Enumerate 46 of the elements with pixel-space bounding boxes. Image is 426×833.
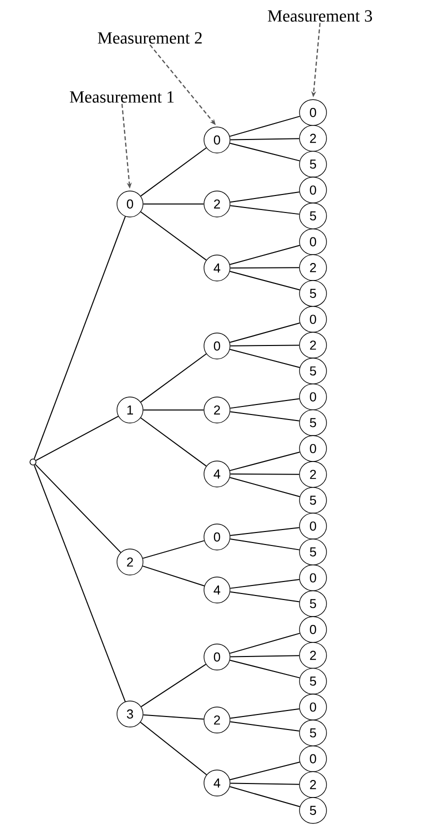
branch-line [229, 348, 300, 368]
branch-line [230, 527, 300, 536]
branch-line [230, 205, 300, 215]
branch-line [229, 452, 300, 472]
branch-line [229, 142, 300, 162]
branch-line [230, 474, 300, 475]
branch-line [230, 708, 300, 719]
branch-line [230, 267, 300, 268]
branch-line [140, 353, 207, 403]
branch-line [140, 664, 206, 708]
branch-line [229, 322, 300, 343]
branch-line [140, 211, 207, 261]
root-node [30, 458, 36, 466]
branch-line [229, 270, 300, 290]
branch-line [230, 591, 300, 602]
branch-line [230, 579, 300, 589]
branch-line [140, 417, 207, 467]
level-label: Measurement 3 [268, 10, 372, 22]
branch-line [34, 464, 122, 553]
branch-line [229, 660, 300, 678]
branch-line [230, 538, 300, 550]
branch-line [34, 464, 126, 702]
branch-line [230, 138, 300, 140]
level-label: Measurement 1 [70, 91, 174, 103]
node-label: 5 [310, 806, 316, 815]
branch-line [230, 192, 300, 203]
branch-line [230, 344, 300, 346]
branch-line [229, 762, 300, 780]
branch-line [34, 216, 126, 460]
branch-line [230, 655, 300, 658]
branch-line [230, 782, 300, 785]
branch-line [140, 722, 208, 776]
branch-line [140, 147, 207, 197]
level-label: Measurement 2 [98, 32, 202, 44]
branch-line [230, 411, 300, 422]
branch-line [142, 540, 205, 559]
branch-line [229, 244, 300, 265]
branch-line [229, 786, 300, 808]
branch-line [142, 566, 205, 586]
branch-line [230, 398, 300, 409]
branch-line [142, 714, 204, 720]
branch-line [229, 116, 300, 137]
branch-line [36, 416, 119, 461]
branch-line [229, 632, 300, 654]
branch-line [229, 477, 300, 498]
branch-line [230, 721, 300, 732]
